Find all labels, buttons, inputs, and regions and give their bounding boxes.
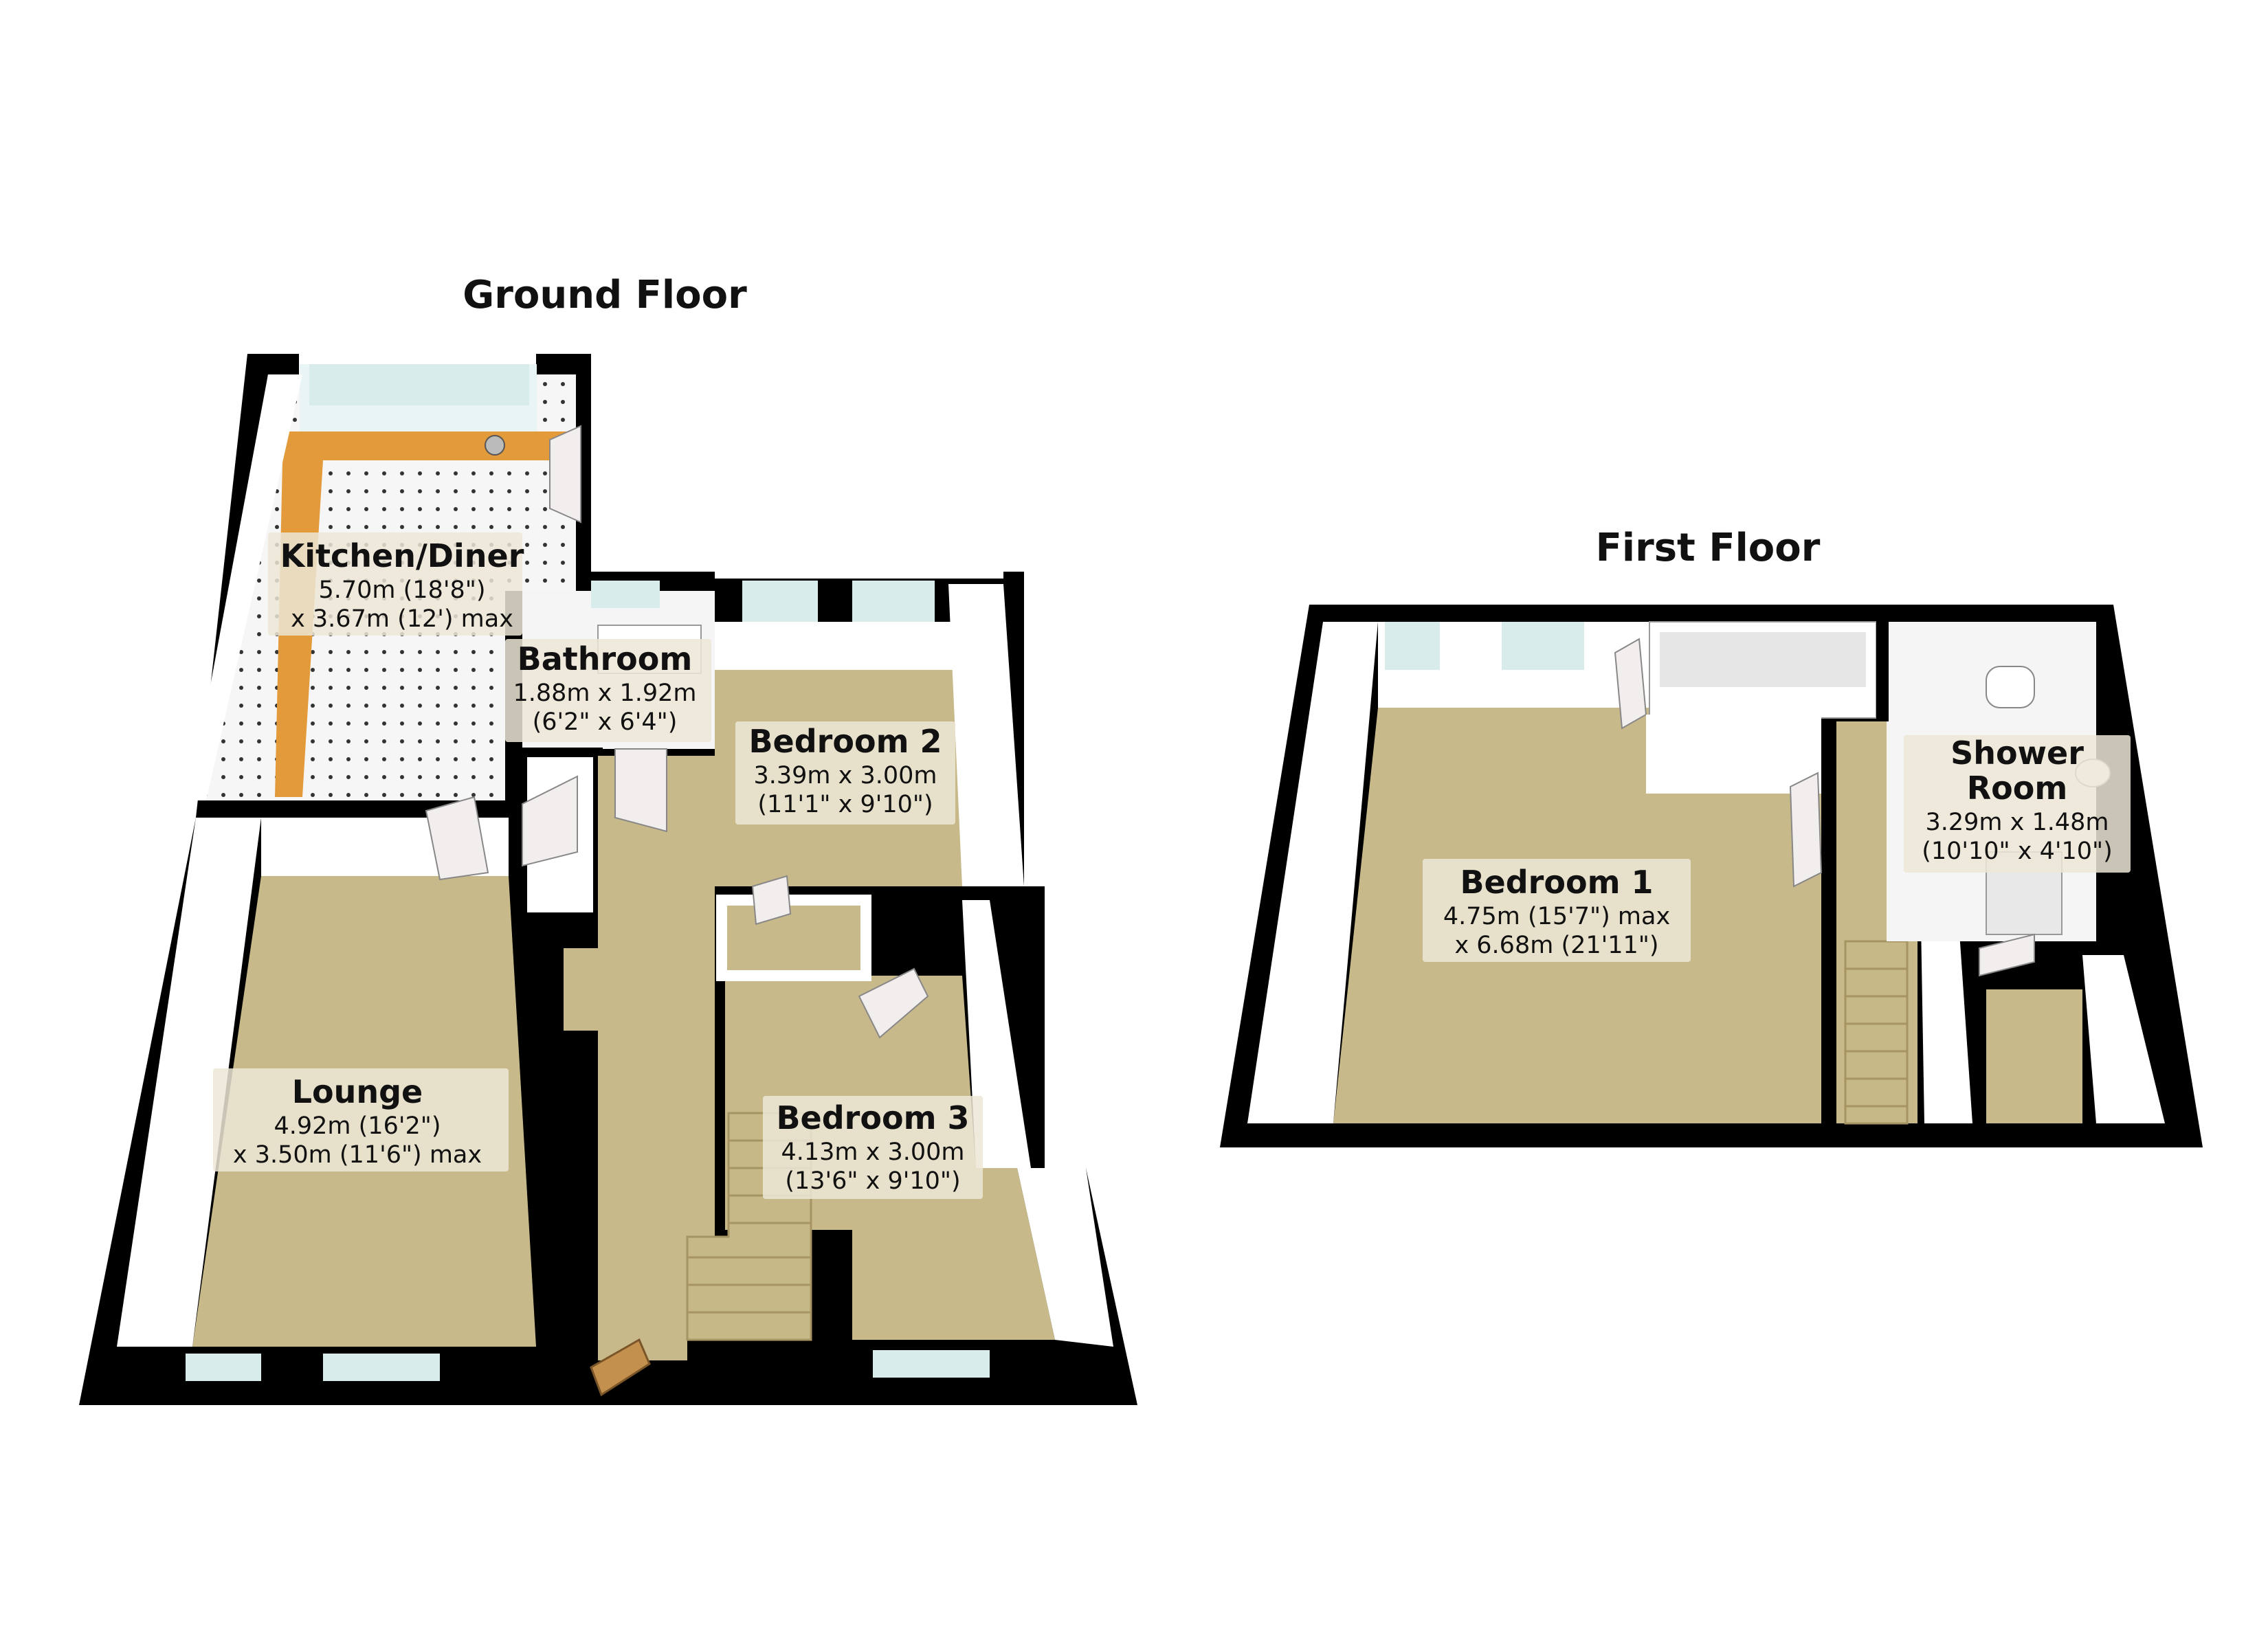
bedroom3-window xyxy=(873,1350,990,1378)
ground-floor-title: Ground Floor xyxy=(463,273,747,317)
room-label-kitchen: Kitchen/Diner 5.70m (18'8") x 3.67m (12'… xyxy=(268,532,524,636)
toilet-icon xyxy=(1986,666,2035,708)
kitchen-left-wall-face xyxy=(189,374,302,800)
room-dimension: x 3.50m (11'6") max xyxy=(233,1141,482,1169)
room-name: Bedroom 1 xyxy=(1460,864,1653,901)
shower-room-divider xyxy=(1876,612,1889,721)
lounge-hall-wall xyxy=(543,1017,560,1374)
eaves-storage-inner xyxy=(1660,632,1866,687)
bathroom-window xyxy=(591,581,660,608)
bedroom2-window-2 xyxy=(852,581,935,622)
kitchen-window xyxy=(309,364,529,405)
ground-floor: Ground Floor xyxy=(79,273,1137,1405)
front-door xyxy=(590,1338,651,1397)
room-name: Bedroom 2 xyxy=(748,723,942,760)
room-name: Shower xyxy=(1950,734,2084,772)
room-name-line2: Room xyxy=(1967,770,2068,807)
shower-door xyxy=(1979,933,2035,977)
bedroom2-window-1 xyxy=(742,581,818,622)
kitchen-door-right xyxy=(549,425,581,524)
room-dimension: 4.13m x 3.00m xyxy=(781,1138,964,1166)
lounge-left-wall xyxy=(117,818,261,1347)
bedroom2-back-wall xyxy=(715,622,962,670)
room-dimension: 3.29m x 1.48m xyxy=(1925,809,2109,836)
room-label-bedroom2: Bedroom 2 3.39m x 3.00m (11'1" x 9'10") xyxy=(735,721,955,824)
room-label-lounge: Lounge 4.92m (16'2") x 3.50m (11'6") max xyxy=(213,1068,509,1171)
room-name: Kitchen/Diner xyxy=(280,537,524,574)
room-dimension: 1.88m x 1.92m xyxy=(513,680,696,707)
bathroom-door xyxy=(522,775,578,867)
bedroom1-window-2 xyxy=(1502,622,1584,670)
room-dimension: x 6.68m (21'11") xyxy=(1454,932,1658,959)
first-floor-stair-treads xyxy=(1845,967,1907,1108)
room-dimension: (11'1" x 9'10") xyxy=(757,791,933,818)
bedroom1-left-wall xyxy=(1247,622,1378,1123)
room-name: Bathroom xyxy=(518,640,693,677)
hallway-floor xyxy=(564,756,715,1360)
lounge-door xyxy=(425,796,489,881)
room-dimension: 4.75m (15'7") max xyxy=(1443,903,1670,930)
bedroom3-door xyxy=(858,967,929,1039)
room-dimension: 3.39m x 3.00m xyxy=(753,762,937,789)
room-name: Lounge xyxy=(292,1073,423,1110)
cupboard-divider xyxy=(1972,955,1985,1123)
bedroom2-door xyxy=(751,875,792,926)
room-label-shower-room: Shower Room 3.29m x 1.48m (10'10" x 4'10… xyxy=(1904,734,2131,873)
cupboard-floor xyxy=(1986,989,2082,1123)
hall-door xyxy=(614,748,667,833)
room-label-bedroom1: Bedroom 1 4.75m (15'7") max x 6.68m (21'… xyxy=(1423,859,1691,962)
room-dimension: (6'2" x 6'4") xyxy=(533,708,678,736)
bedroom1-window-1 xyxy=(1385,622,1440,670)
first-floor: First Floor xyxy=(1220,526,2203,1147)
room-label-bedroom3: Bedroom 3 4.13m x 3.00m (13'6" x 9'10") xyxy=(763,1096,983,1199)
bedroom2-right-wall xyxy=(948,584,1024,886)
room-label-bathroom: Bathroom 1.88m x 1.92m (6'2" x 6'4") xyxy=(505,639,711,742)
first-floor-title: First Floor xyxy=(1596,526,1821,570)
room-dimension: (13'6" x 9'10") xyxy=(785,1167,960,1195)
landing-left-wall xyxy=(1821,721,1836,1123)
bedroom3-cupboard xyxy=(716,895,871,981)
lounge-window-1 xyxy=(186,1354,261,1381)
first-floor-staircase xyxy=(1844,940,1909,1125)
kitchen-worktop xyxy=(275,431,576,797)
landing-door xyxy=(1789,772,1823,888)
landing-wall xyxy=(1646,715,1821,794)
cupboard-right-wall xyxy=(2082,955,2165,1123)
room-dimension: 5.70m (18'8") xyxy=(319,576,486,604)
room-dimension: x 3.67m (12') max xyxy=(291,605,513,633)
bedroom3-lower-right-wall xyxy=(1017,1168,1113,1347)
room-dimension: 4.92m (16'2") xyxy=(274,1112,441,1140)
sink-icon xyxy=(485,435,505,456)
lounge-window-2 xyxy=(323,1354,440,1381)
room-dimension: (10'10" x 4'10") xyxy=(1922,838,2113,865)
room-name: Bedroom 3 xyxy=(776,1099,969,1136)
